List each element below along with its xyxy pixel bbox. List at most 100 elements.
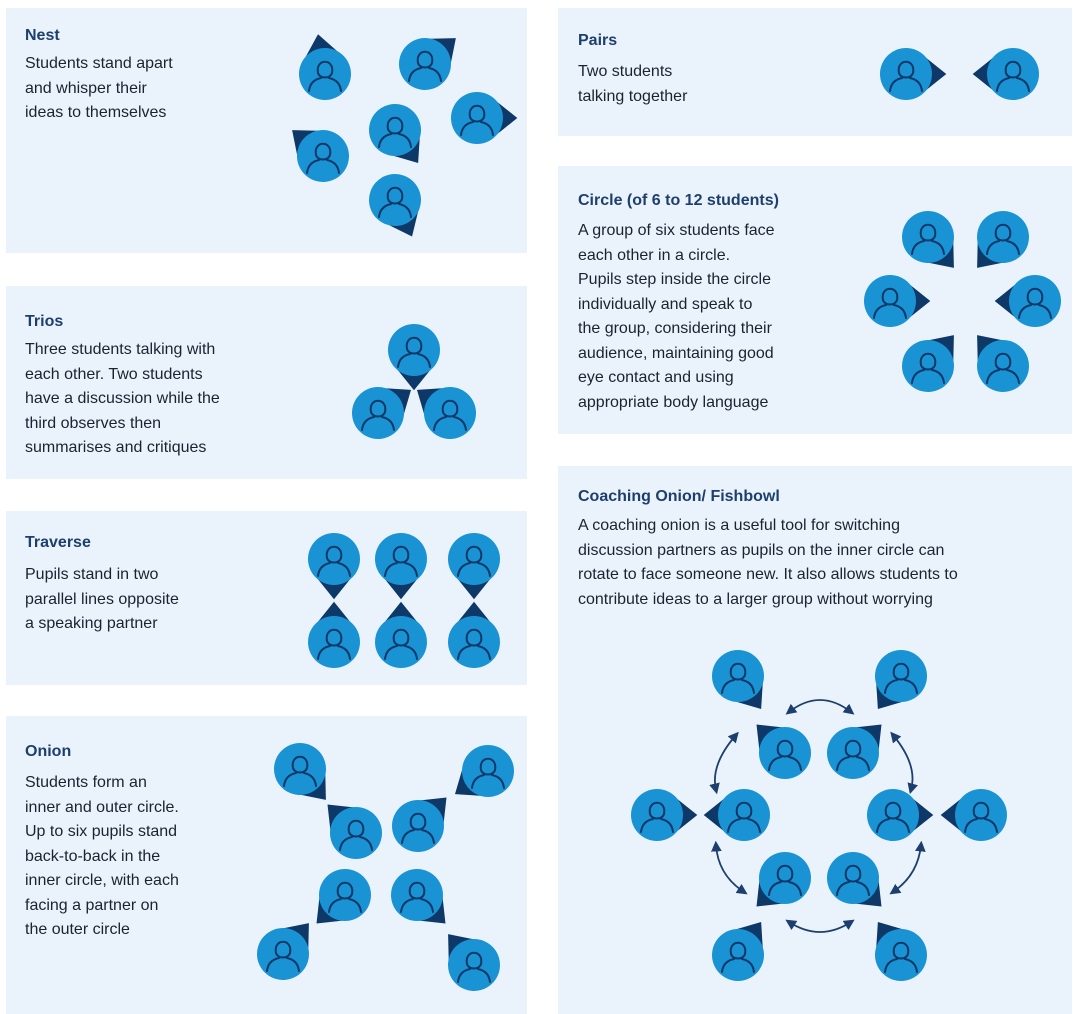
circle-line: eye contact and using xyxy=(578,369,734,386)
pairs-line: talking together xyxy=(578,87,688,105)
person-icon xyxy=(994,275,1061,327)
person-icon xyxy=(375,533,427,600)
trios-description: Three students talking with each other. … xyxy=(25,338,220,461)
person-icon xyxy=(327,804,382,859)
circle-line: individually and speak to xyxy=(578,295,753,313)
circle-title: Circle (of 6 to 12 students) xyxy=(578,192,779,209)
person-icon xyxy=(972,48,1039,100)
person-icon xyxy=(369,174,421,237)
circle-card xyxy=(558,166,1072,434)
person-icon xyxy=(875,921,927,981)
trios-line: summarises and critiques xyxy=(25,439,207,456)
pairs-description: Two students talking together xyxy=(578,60,687,109)
person-icon xyxy=(977,211,1029,268)
trios-line: have a discussion while the xyxy=(25,390,220,407)
nest-line: Students stand apart xyxy=(25,55,173,72)
coaching-line: A coaching onion is a useful tool for sw… xyxy=(578,517,900,534)
person-icon xyxy=(827,852,882,907)
person-icon xyxy=(274,743,326,800)
person-icon xyxy=(880,48,947,100)
traverse-description: Pupils stand in two parallel lines oppos… xyxy=(25,563,179,637)
traverse-line: Pupils stand in two xyxy=(25,566,159,583)
person-icon xyxy=(257,923,309,980)
person-icon xyxy=(712,650,764,710)
person-icon xyxy=(454,745,514,797)
person-icon xyxy=(375,601,427,668)
person-icon xyxy=(756,852,811,907)
traverse-line: a speaking partner xyxy=(25,615,158,632)
person-icon xyxy=(399,38,456,90)
person-icon xyxy=(902,211,954,268)
double-headed-curved-arrow-icon xyxy=(889,840,926,895)
person-icon xyxy=(416,387,476,439)
person-icon xyxy=(388,324,440,391)
person-icon xyxy=(316,869,371,924)
onion-line: facing a partner on xyxy=(25,896,159,914)
traverse-title: Traverse xyxy=(25,534,91,551)
person-icon xyxy=(451,92,518,144)
circle-line: each other in a circle. xyxy=(578,246,731,264)
person-icon xyxy=(448,934,500,991)
traverse-card xyxy=(6,511,527,685)
onion-line: Up to six pupils stand xyxy=(25,823,178,840)
person-icon xyxy=(308,601,360,668)
nest-line: ideas to themselves xyxy=(25,104,167,121)
person-icon xyxy=(875,650,927,710)
circle-description: A group of six students face each other … xyxy=(578,219,775,415)
trios-line: each other. Two students xyxy=(25,365,203,383)
person-icon xyxy=(756,724,811,779)
arrow-layer xyxy=(709,699,926,933)
trios-line: Three students talking with xyxy=(25,341,216,358)
trios-title: Trios xyxy=(25,313,64,330)
coaching-line: discussion partners as pupils on the inn… xyxy=(578,541,945,559)
person-icon xyxy=(940,789,1007,841)
person-icon xyxy=(448,533,500,600)
nest-description: Students stand apart and whisper their i… xyxy=(25,52,173,126)
coaching-line: rotate to face someone new. It also allo… xyxy=(578,566,958,583)
coaching-title: Coaching Onion/ Fishbowl xyxy=(578,488,780,505)
person-icon xyxy=(292,130,349,182)
pairs-title: Pairs xyxy=(578,32,618,49)
people-layer xyxy=(257,34,1061,991)
person-icon xyxy=(352,387,412,439)
onion-line: the outer circle xyxy=(25,921,130,938)
circle-line: Pupils step inside the circle xyxy=(578,271,771,288)
person-icon xyxy=(703,789,770,841)
person-icon xyxy=(864,275,931,327)
double-headed-curved-arrow-icon xyxy=(890,731,918,795)
onion-line: inner and outer circle. xyxy=(25,798,179,816)
person-icon xyxy=(867,789,934,841)
person-icon xyxy=(299,34,351,100)
person-icon xyxy=(827,724,882,779)
coaching-line: contribute ideas to a larger group witho… xyxy=(578,590,933,608)
pairs-line: Two students xyxy=(578,63,673,80)
person-icon xyxy=(712,921,764,981)
person-icon xyxy=(392,797,447,852)
person-icon xyxy=(902,335,954,392)
person-icon xyxy=(977,335,1029,392)
circle-line: the group, considering their xyxy=(578,320,772,337)
circle-line: appropriate body language xyxy=(578,393,769,411)
person-icon xyxy=(308,533,360,600)
double-headed-curved-arrow-icon xyxy=(785,919,855,933)
onion-line: inner circle, with each xyxy=(25,872,179,889)
person-icon xyxy=(391,869,446,924)
circle-line: audience, maintaining good xyxy=(578,344,774,362)
onion-title: Onion xyxy=(25,743,72,760)
nest-title: Nest xyxy=(25,27,60,44)
nest-line: and whisper their xyxy=(25,79,147,97)
double-headed-curved-arrow-icon xyxy=(709,731,739,795)
traverse-line: parallel lines opposite xyxy=(25,590,179,608)
double-headed-curved-arrow-icon xyxy=(711,840,748,895)
trios-line: third observes then xyxy=(25,414,162,432)
person-icon xyxy=(448,601,500,668)
circle-line: A group of six students face xyxy=(578,222,775,239)
coaching-description: A coaching onion is a useful tool for sw… xyxy=(578,514,958,612)
onion-line: back-to-back in the xyxy=(25,847,161,865)
person-icon xyxy=(631,789,698,841)
double-headed-curved-arrow-icon xyxy=(785,699,855,715)
onion-description: Students form an inner and outer circle.… xyxy=(25,771,179,943)
onion-line: Students form an xyxy=(25,774,147,791)
trios-card xyxy=(6,286,527,479)
